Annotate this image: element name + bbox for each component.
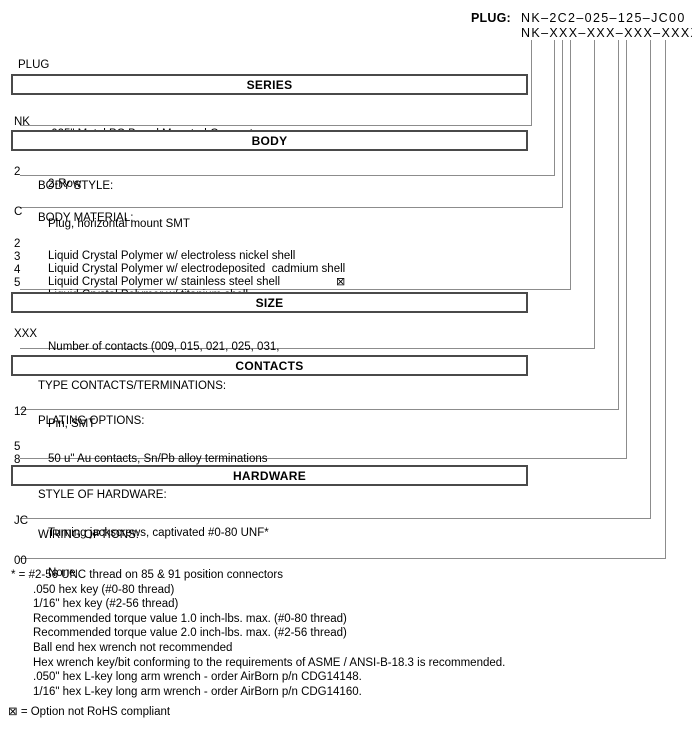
- option-code: 2: [14, 166, 21, 178]
- option-row: 2 2-Row: [14, 154, 81, 202]
- option-code: 8: [14, 454, 21, 466]
- footnote-line: 1/16" hex key (#2-56 thread): [33, 598, 179, 611]
- option-row: 12 Pin, SMT: [14, 394, 95, 442]
- option-code: 2: [14, 238, 21, 250]
- section-title-series: SERIES: [11, 74, 528, 95]
- leader-line-body-style: [562, 40, 563, 207]
- example-part-number: NK–2C2–025–125–JC00: [521, 11, 686, 25]
- option-desc: Liquid Crystal Polymer w/ electrodeposit…: [48, 263, 346, 275]
- section-title-contacts-label: CONTACTS: [235, 358, 304, 373]
- leader-line-size: [594, 40, 595, 348]
- option-row: 00 None: [14, 543, 76, 591]
- option-row: 3 Liquid Crystal Polymer w/ electrodepos…: [14, 239, 345, 299]
- option-code: 5: [14, 441, 21, 453]
- section-title-body: BODY: [11, 130, 528, 151]
- footnote-line: .050 hex key (#0-80 thread): [33, 583, 175, 596]
- option-desc: 2-Row: [48, 178, 82, 190]
- option-desc: Turning jackscrews, captivated #0-80 UNF…: [48, 527, 269, 539]
- leader-line-body-row: [554, 40, 555, 175]
- group-label-plating-options: PLATING OPTIONS:: [38, 415, 145, 427]
- rohs-legend: ⊠ = Option not RoHS compliant: [8, 706, 171, 718]
- elbow-body-style: [20, 207, 563, 208]
- option-desc: None: [48, 567, 76, 579]
- leader-line-contacts-type: [618, 40, 619, 409]
- elbow-hardware-style: [20, 518, 651, 519]
- group-label-body-style: BODY STYLE:: [38, 180, 114, 192]
- section-title-size: SIZE: [11, 292, 528, 313]
- option-code: NK: [14, 116, 30, 128]
- option-desc: Plug, horizontal mount SMT: [48, 218, 190, 230]
- footnote-line: Recommended torque value 1.0 inch-lbs. m…: [33, 612, 347, 625]
- leader-line-contacts-plating: [626, 40, 627, 458]
- footnote-line: Hex wrench key/bit conforming to the req…: [33, 656, 506, 669]
- option-code: JC: [14, 515, 29, 527]
- elbow-series: [20, 125, 532, 126]
- option-code: 4: [14, 264, 21, 276]
- plug-word: PLUG: [18, 59, 50, 71]
- section-title-hardware-label: HARDWARE: [232, 468, 307, 483]
- group-label-contacts-type: TYPE CONTACTS/TERMINATIONS:: [38, 380, 227, 392]
- elbow-body-row: [20, 175, 555, 176]
- elbow-contacts-plating: [20, 458, 627, 459]
- option-code: 3: [14, 251, 21, 263]
- part-number-header: PLUG: NK–2C2–025–125–JC00 NK–XXX–XXX–XXX…: [0, 6, 692, 40]
- option-row: C Plug, horizontal mount SMT: [14, 194, 190, 242]
- option-code: 5: [14, 277, 21, 289]
- section-title-hardware: HARDWARE: [11, 465, 528, 486]
- option-code: 00: [14, 555, 27, 567]
- footnote-line: Ball end hex wrench not recommended: [33, 641, 233, 654]
- elbow-contacts-type: [20, 409, 619, 410]
- option-desc: Liquid Crystal Polymer w/ stainless stee…: [48, 276, 281, 288]
- leader-line-hardware-wiring: [665, 40, 666, 558]
- option-row: 2 Liquid Crystal Polymer w/ electroless …: [14, 226, 295, 274]
- footnote-line: * = #2-56 UNC thread on 85 & 91 position…: [11, 569, 284, 581]
- option-code: XXX: [14, 328, 38, 340]
- group-label-wiring-options: WIRING OPTIONS:: [38, 529, 139, 541]
- footnote-line: Recommended torque value 2.0 inch-lbs. m…: [33, 627, 347, 640]
- option-row: 4 Liquid Crystal Polymer w/ stainless st…: [14, 252, 280, 300]
- section-title-size-label: SIZE: [255, 295, 284, 310]
- rohs-flag-icon: ⊠: [336, 275, 346, 288]
- option-desc: Pin, SMT: [48, 418, 96, 430]
- option-desc: Liquid Crystal Polymer w/ electroless ni…: [48, 250, 296, 262]
- leader-line-series: [531, 40, 532, 125]
- plug-label: PLUG:: [471, 11, 511, 25]
- section-title-body-label: BODY: [251, 133, 288, 148]
- group-label-body-material: BODY MATERIAL:: [38, 212, 134, 224]
- section-title-series-label: SERIES: [246, 77, 293, 92]
- group-label-style-of-hardware: STYLE OF HARDWARE:: [38, 489, 167, 501]
- footnote-line: 1/16" hex L-key long arm wrench - order …: [33, 685, 362, 698]
- leader-line-body-material: [570, 40, 571, 289]
- elbow-hardware-wiring: [20, 558, 666, 559]
- footnotes-block: * = #2-56 UNC thread on 85 & 91 position…: [11, 568, 505, 699]
- generic-part-number: NK–XXX–XXX–XXX–XXXX: [521, 26, 692, 40]
- leader-line-hardware-style: [650, 40, 651, 518]
- elbow-body-material: [20, 289, 571, 290]
- option-code: 12: [14, 406, 27, 418]
- elbow-size: [20, 348, 595, 349]
- option-code: C: [14, 206, 23, 218]
- option-row: JC Turning jackscrews, captivated #0-80 …: [14, 503, 269, 551]
- option-desc: 50 u" Au contacts, Sn/Pb alloy terminati…: [48, 453, 268, 465]
- footnote-line: .050" hex L-key long arm wrench - order …: [33, 671, 362, 684]
- section-title-contacts: CONTACTS: [11, 355, 528, 376]
